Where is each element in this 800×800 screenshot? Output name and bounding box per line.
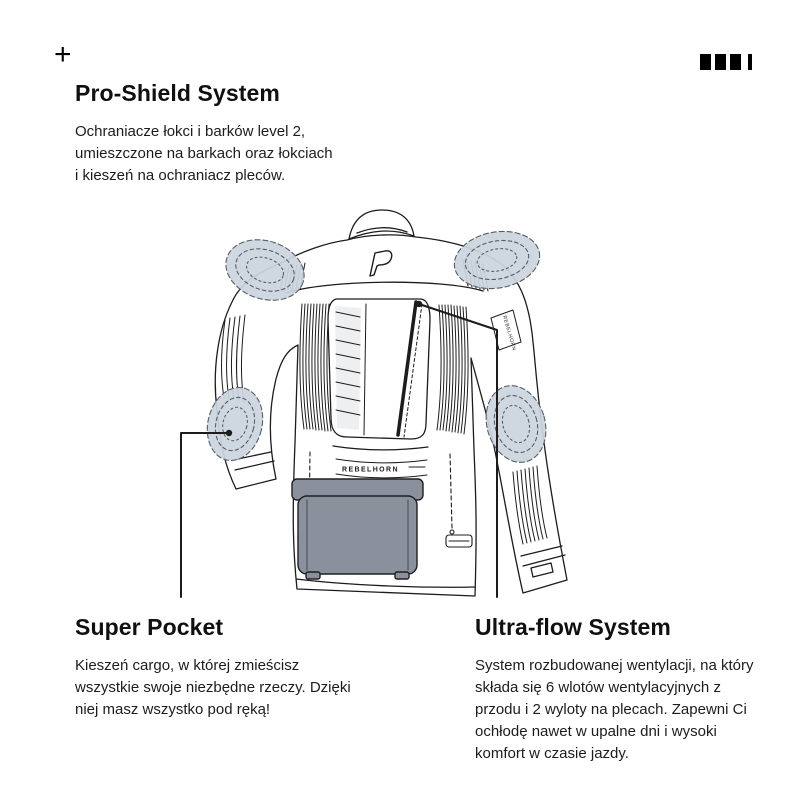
right-shoulder-protector [453,230,541,290]
logo-bar-icon [715,54,726,70]
sleeve-brand-patch: REBELHORN [490,309,522,352]
right-forearm-rib [512,465,548,545]
section-super-pocket: Super Pocket Kieszeń cargo, w której zmi… [75,614,361,721]
vent-slat-background [335,306,361,430]
ultra-flow-title: Ultra-flow System [475,614,671,640]
rebelhorn-logo-glyph [369,250,393,277]
vent-divider-seam [363,303,367,436]
plus-mark: + [54,38,72,71]
ultra-flow-body: System rozbudowanej wentylacji, na który… [475,657,754,762]
cargo-pocket [291,478,424,580]
logo-bar-icon [700,54,711,70]
vent-slats [335,311,361,416]
section-pro-shield: Pro-Shield System Ochraniacze łokci i ba… [75,80,337,187]
waist-brand-strip: REBELHORN [335,458,428,479]
yoke-seam [285,281,484,294]
left-shoulder-protector [225,239,305,301]
right-cuff [520,545,566,578]
logo-thin-bar-icon [748,54,752,70]
pro-shield-body: Ochraniacze łokci i barków level 2, umie… [75,123,333,184]
rebelhorn-back-label: REBELHORN [342,467,399,474]
shoulder-elbow-protectors [206,230,547,463]
back-vent-zipper [396,300,418,437]
pro-shield-title: Pro-Shield System [75,80,280,106]
jacket-back-illustration: REBELHORN [206,209,568,597]
rib-panel-left [299,303,332,432]
super-pocket-body: Kieszeń cargo, w której zmieścisz wszyst… [75,657,351,718]
super-pocket-title: Super Pocket [75,614,224,640]
cargo-pocket-body [297,495,418,575]
collar-inner-seam [356,226,408,234]
logo-bar-icon [730,54,741,70]
section-ultra-flow: Ultra-flow System System rozbudowanej we… [475,614,757,765]
collar [348,209,415,240]
brand-bars-logo [700,54,752,70]
